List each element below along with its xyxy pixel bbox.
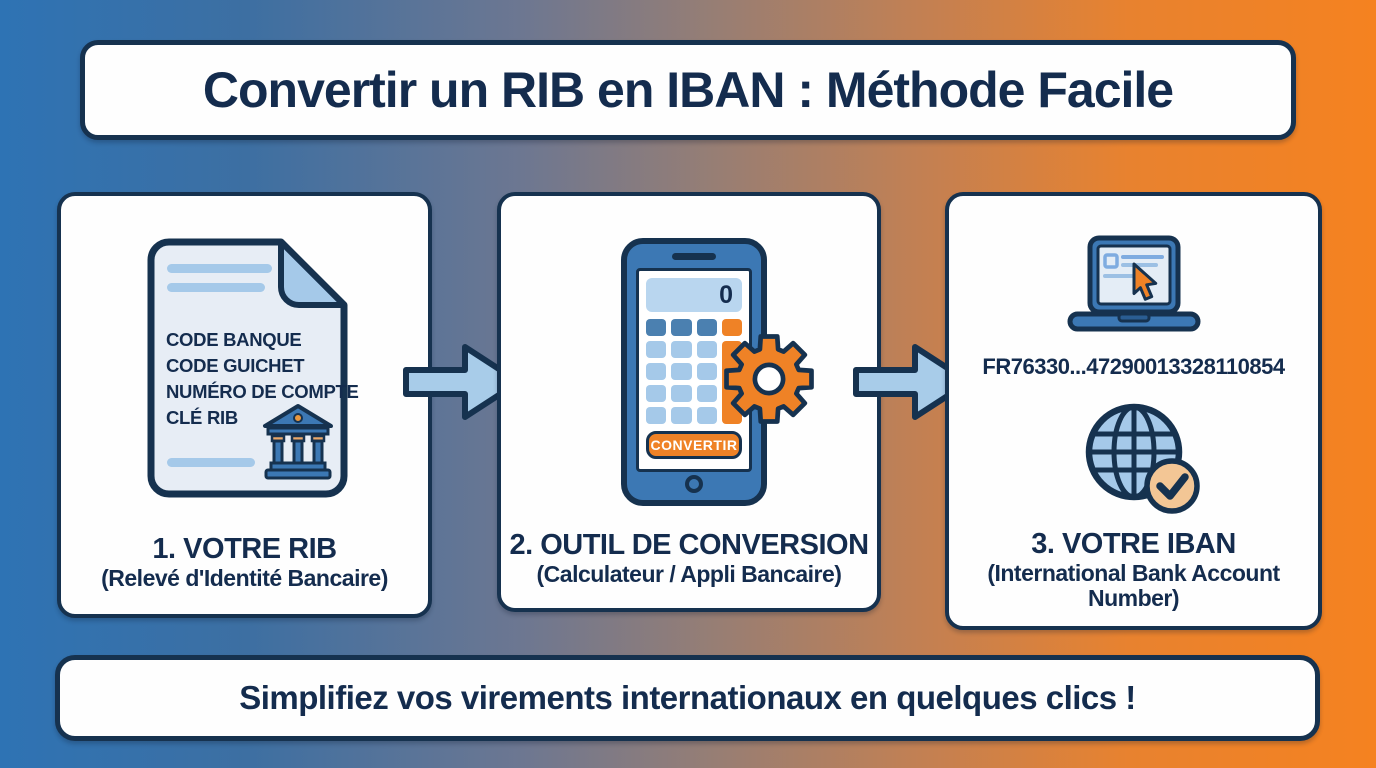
calculator-key [696,363,717,380]
phone-screen: 0 [636,268,752,472]
rib-field: CODE BANQUE [166,329,302,350]
cursor-icon [1132,262,1157,301]
calculator-key [671,363,692,380]
calculator-key [671,319,692,336]
title-banner: Convertir un RIB en IBAN : Méthode Facil… [80,40,1296,140]
screen-square-decoration [1102,253,1119,269]
convert-button: CONVERTIR [646,431,742,459]
step-subtitle: (International Bank Account Number) [987,559,1280,612]
calculator-key [671,385,692,402]
step-title: 2. OUTIL DE CONVERSION [509,529,869,562]
step-subtitle: (Calculateur / Appli Bancaire) [536,561,842,588]
step-2-card: 0 [497,192,881,612]
calculator-key [671,407,692,424]
page-title: Convertir un RIB en IBAN : Méthode Facil… [202,62,1174,118]
calculator-display: 0 [646,278,742,312]
calculator-key [721,319,742,336]
calculator-key [696,341,717,358]
globe-icon [1082,398,1202,514]
arrow-right-icon [401,336,525,428]
step-3-caption: 3. VOTRE IBAN (International Bank Accoun… [949,528,1318,613]
laptop-icon [1064,234,1204,339]
text-line-decoration [167,458,255,467]
rib-fields-list: CODE BANQUE CODE GUICHET NUMÉRO DE COMPT… [166,327,359,431]
rib-document-icon [145,236,350,501]
rib-field: CODE GUICHET [166,355,305,376]
check-badge-icon [1144,458,1200,514]
rib-field: NUMÉRO DE COMPTE [166,381,359,402]
step-subtitle: (Relevé d'Identité Bancaire) [101,565,388,592]
folded-corner-icon [278,239,347,308]
calculator-key [696,319,717,336]
gear-icon [722,332,816,426]
footer-banner: Simplifiez vos virements internationaux … [55,655,1320,741]
phone-speaker-icon [672,253,716,260]
rib-field: CLÉ RIB [166,407,238,428]
calculator-key [646,319,667,336]
step-title: 3. VOTRE IBAN [1031,527,1236,560]
step-1-card: CODE BANQUE CODE GUICHET NUMÉRO DE COMPT… [57,192,432,618]
iban-value: FR76330...47290013328110854 [982,354,1285,379]
calculator-key [696,385,717,402]
smartphone-icon: 0 [621,238,767,506]
footer-text: Simplifiez vos virements internationaux … [239,679,1136,716]
text-line-decoration [167,264,272,273]
arrow-right-icon [851,336,975,428]
calculator-key [646,385,667,402]
calculator-key [646,407,667,424]
step-3-card: FR76330...47290013328110854 3. VOTRE IBA… [945,192,1322,630]
calculator-key [696,407,717,424]
step-title: 1. VOTRE RIB [152,533,337,566]
calculator-key [646,341,667,358]
home-button-icon [685,475,703,493]
text-line-decoration [167,283,265,292]
bank-icon [263,404,333,480]
step-1-caption: 1. VOTRE RIB (Relevé d'Identité Bancaire… [61,533,428,592]
step-2-caption: 2. OUTIL DE CONVERSION (Calculateur / Ap… [501,529,877,588]
calculator-key [646,363,667,380]
calculator-key [671,341,692,358]
